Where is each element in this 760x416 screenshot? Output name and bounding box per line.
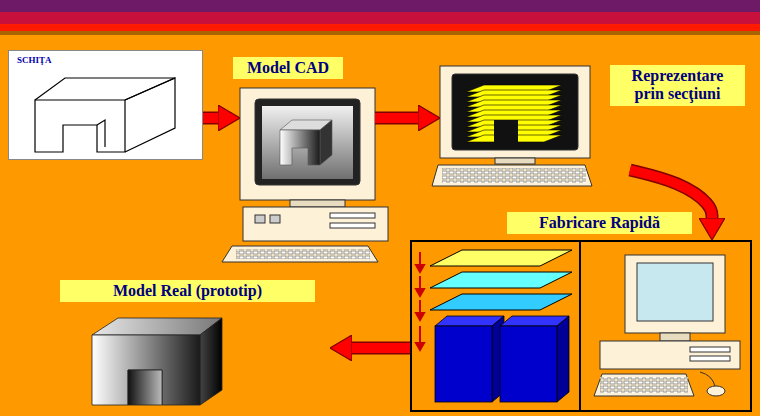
cad-computer-part bbox=[280, 130, 320, 165]
stage-label: Model Real (prototip) bbox=[60, 280, 315, 302]
cad-computer-part bbox=[222, 246, 378, 262]
sketch-drawing-part-part bbox=[35, 78, 175, 100]
flow-arrow bbox=[630, 170, 712, 218]
fabrication-illustration-part bbox=[430, 250, 572, 266]
fabrication-illustration-part-part bbox=[625, 255, 725, 333]
prototype-model-part bbox=[92, 318, 222, 335]
fabrication-panel: Fabricare Rapidă bbox=[410, 240, 752, 412]
cad-stage: Model CAD bbox=[240, 55, 375, 205]
slice-computer-part bbox=[432, 165, 592, 186]
arrow-body bbox=[375, 113, 418, 123]
header-bands-part bbox=[0, 24, 760, 31]
cad-computer bbox=[222, 88, 388, 262]
stage-label: Model CAD bbox=[233, 57, 343, 79]
sketch-drawing-part bbox=[35, 78, 175, 152]
fabrication-illustration-part-part bbox=[416, 343, 424, 350]
stage-label: Fabricare Rapidă bbox=[507, 212, 692, 234]
slice-computer bbox=[432, 66, 592, 186]
fabrication-illustration-part-part bbox=[416, 313, 424, 320]
arrow-outline bbox=[630, 170, 712, 218]
fabrication-illustration-part bbox=[435, 316, 569, 402]
fabrication-illustration-part-part bbox=[419, 300, 421, 314]
slice-computer-part bbox=[494, 120, 518, 144]
cad-computer-part bbox=[236, 249, 370, 259]
arrow-outline bbox=[375, 112, 418, 125]
fabrication-illustration-part-part bbox=[600, 377, 688, 393]
fabrication-illustration-part-part bbox=[416, 289, 424, 296]
sketch-box: SCHIŢA bbox=[8, 50, 203, 160]
fabrication-illustration-part-part bbox=[557, 316, 569, 402]
fabrication-illustration-part bbox=[594, 255, 740, 396]
sketch-drawing-part-part bbox=[35, 100, 125, 152]
cad-computer-part bbox=[270, 215, 280, 223]
slice-computer-part bbox=[442, 168, 586, 183]
fabrication-illustration-part-part bbox=[637, 263, 713, 321]
fabrication-illustration-part bbox=[579, 240, 581, 412]
stage-label: Reprezentare prin secţiuni bbox=[610, 65, 745, 106]
arrow-body bbox=[203, 113, 218, 123]
arrow-body bbox=[352, 343, 410, 353]
slice-computer-part bbox=[495, 158, 535, 164]
slice-computer-part bbox=[440, 66, 590, 158]
cad-computer-part bbox=[330, 223, 375, 228]
flow-arrow bbox=[352, 348, 410, 349]
slice-stage: Reprezentare prin secţiuni bbox=[440, 55, 747, 170]
sketch-title: SCHIŢA bbox=[17, 56, 52, 66]
fabrication-illustration-part-part bbox=[419, 276, 421, 290]
header-bands-part bbox=[0, 0, 760, 12]
fabrication-illustration-part-part bbox=[707, 386, 725, 396]
fabrication-illustration-part-part bbox=[419, 326, 421, 344]
fabrication-illustration-part-part bbox=[690, 356, 730, 361]
prototype-model bbox=[92, 318, 222, 405]
prototype-model-part bbox=[128, 370, 162, 405]
fabrication-illustration-part bbox=[430, 294, 572, 310]
header-bands-part bbox=[0, 12, 760, 24]
cad-computer-part bbox=[320, 120, 332, 165]
fabrication-illustration-part bbox=[430, 272, 572, 288]
header-bands bbox=[0, 0, 760, 35]
cad-computer-part bbox=[243, 207, 388, 241]
fabrication-illustration-part-part bbox=[594, 374, 694, 396]
prototype-model-part bbox=[200, 318, 222, 405]
fabrication-illustration-part-part bbox=[690, 347, 730, 352]
cad-computer-part bbox=[290, 200, 345, 207]
fabrication-illustration-part-part bbox=[600, 341, 740, 369]
flow-arrow bbox=[375, 118, 418, 119]
cad-computer-part bbox=[255, 99, 360, 185]
fabrication-illustration-part-part bbox=[435, 326, 492, 402]
sketch-drawing-part bbox=[8, 50, 203, 160]
fabrication-illustration-part-part bbox=[419, 252, 421, 266]
fabrication-illustration-part-part bbox=[500, 326, 557, 402]
prototype-stage: Model Real (prototip) bbox=[55, 278, 330, 408]
cad-computer-part bbox=[255, 215, 265, 223]
sketch-drawing-part-part bbox=[125, 78, 175, 152]
cad-computer-part bbox=[262, 106, 353, 179]
fabrication-illustration bbox=[416, 240, 740, 412]
cad-computer-part bbox=[240, 88, 375, 200]
flow-arrow bbox=[203, 118, 218, 119]
slice-computer-part bbox=[452, 74, 578, 150]
header-bands-part bbox=[0, 31, 760, 35]
sketch-drawing bbox=[8, 50, 203, 160]
arrow-outline bbox=[352, 342, 410, 355]
prototype-model-part bbox=[92, 335, 200, 405]
fabrication-illustration-part-part bbox=[660, 333, 690, 341]
sketch-drawing-part-part bbox=[97, 120, 105, 147]
arrow-outline bbox=[203, 112, 218, 125]
arrow-body bbox=[630, 170, 712, 218]
fabrication-illustration-part-part bbox=[416, 265, 424, 272]
fabrication-illustration-part bbox=[416, 252, 424, 350]
cad-computer-part bbox=[330, 213, 375, 218]
fabrication-illustration-part-part bbox=[700, 372, 715, 386]
